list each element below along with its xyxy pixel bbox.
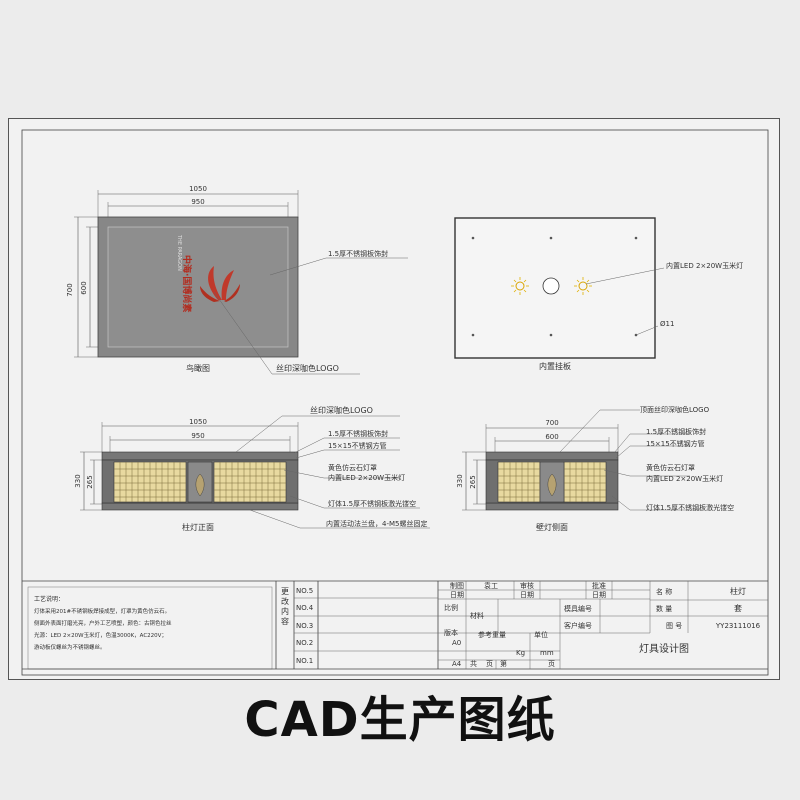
note-hole: Ø11 [660, 320, 674, 328]
side-dim-330: 330 [456, 474, 464, 487]
front-logo-emblem [195, 473, 205, 497]
tb-cailiao: 材料 [470, 611, 484, 620]
side-dim-700: 700 [545, 419, 558, 427]
caption-front-view: 柱灯正面 [182, 522, 214, 532]
front-note-flange: 内置活动法兰盘，4-M5螺丝固定 [326, 519, 427, 528]
tb-danwei: 单位 [534, 630, 548, 639]
title-block: 工艺说明： 灯体采用201#不锈钢板焊接成型，灯罩为黄色仿云石。 侧面外表面打磨… [22, 580, 768, 670]
front-dim-330: 330 [74, 474, 82, 487]
caption-top-view: 鸟瞰图 [186, 363, 210, 373]
brand-cn: 中海·国博尚素 [181, 255, 193, 312]
tb-ye-1: 页 [486, 660, 493, 668]
front-dim-1050: 1050 [189, 418, 207, 426]
front-dim-265: 265 [86, 475, 94, 488]
side-shade-left [497, 461, 541, 503]
tb-title: 灯具设计图 [639, 642, 689, 655]
tb-zhitu: 制图 [450, 581, 464, 590]
side-logo-emblem [547, 473, 557, 497]
tb-ye-2: 页 [548, 660, 555, 668]
side-dim-600: 600 [545, 433, 558, 441]
brand-en: THE PARAGON [176, 234, 182, 271]
revisions-label: 更改内容 [281, 587, 290, 627]
tb-banben-val: A0 [452, 639, 461, 647]
rev-no1: NO.1 [296, 657, 313, 665]
process-note-4: 游动板仅螺丝为不锈钢螺丝。 [34, 643, 106, 651]
front-note-cover: 1.5厚不锈钢板饰封 [328, 429, 388, 438]
tb-kg: Kg [516, 649, 525, 657]
dim-950: 950 [191, 198, 204, 206]
note-top-cover: 1.5厚不锈钢板饰封 [328, 249, 388, 258]
side-note-shade1: 黄色仿云石灯罩 [646, 463, 695, 472]
front-dim-950: 950 [191, 432, 204, 440]
process-note-3: 光源：LED 2×20W玉米灯，色温3000K，AC220V； [34, 631, 167, 639]
side-note-logo: 顶面丝印深咖色LOGO [640, 405, 710, 414]
tb-pizhun: 批准 [592, 581, 606, 590]
dim-1050: 1050 [189, 185, 207, 193]
side-shade-right [563, 461, 607, 503]
tb-zhitu-val: 袁工 [484, 581, 498, 590]
tb-bili: 比例 [444, 603, 458, 612]
side-note-tube: 15×15不锈钢方管 [646, 439, 705, 448]
tb-riqi-1: 日期 [450, 591, 464, 599]
tb-kehubianhao: 客户编号 [564, 621, 592, 630]
process-note-1: 灯体采用201#不锈钢板焊接成型，灯罩为黄色仿云石。 [34, 607, 170, 615]
rev-no2: NO.2 [296, 639, 313, 647]
tb-qty-val: 套 [734, 603, 742, 613]
caption-side-view: 壁灯侧面 [536, 522, 568, 532]
tb-cankao: 参考重量 [478, 630, 506, 639]
dim-600: 600 [80, 281, 88, 294]
tb-mojubianhao: 模具编号 [564, 604, 592, 613]
process-note-2: 侧面外表面打磨光亮，户外工艺喷塑，颜色：古铜色拉丝 [34, 619, 172, 627]
tb-name-label: 名 称 [656, 587, 672, 596]
dim-700: 700 [66, 283, 74, 296]
center-hole [542, 277, 560, 295]
tb-gong: 共 [470, 659, 477, 668]
tb-name-val: 柱灯 [730, 586, 746, 596]
rev-no3: NO.3 [296, 622, 313, 630]
tb-mm: mm [540, 649, 554, 657]
process-notes-title: 工艺说明： [34, 595, 64, 603]
tb-di: 第 [500, 659, 507, 668]
side-note-shade2: 内置LED 2×20W玉米灯 [646, 474, 723, 483]
tb-qty-label: 数 量 [656, 604, 672, 613]
side-note-body: 灯体1.5厚不锈钢板激光镂空 [646, 503, 734, 512]
inner-border [21, 129, 769, 676]
tb-banben: 版本 [444, 628, 458, 637]
front-note-shade1: 黄色仿云石灯罩 [328, 463, 377, 472]
rev-no4: NO.4 [296, 604, 314, 612]
top-view: 1050 950 700 600 THE PARAGON 中海·国博尚素 1.5… [66, 185, 408, 375]
brand-logo [200, 266, 240, 302]
front-note-tube: 15×15不锈钢方管 [328, 441, 387, 450]
front-note-shade2: 内置LED 2×20W玉米灯 [328, 473, 405, 482]
rev-no5: NO.5 [296, 587, 313, 595]
led-lamp-left [511, 277, 529, 295]
tb-riqi-2: 日期 [520, 591, 534, 599]
side-view: 700 600 330 265 顶面丝印深 [456, 405, 734, 532]
front-note-logo: 丝印深咖色LOGO [310, 405, 373, 415]
side-dim-265: 265 [469, 475, 477, 488]
tb-drawing-label: 图 号 [666, 622, 682, 630]
note-top-logo: 丝印深咖色LOGO [276, 363, 339, 373]
led-lamp-right [574, 277, 592, 295]
drawing-sheet [8, 118, 780, 680]
tb-shenhe: 审核 [520, 581, 534, 590]
tb-riqi-3: 日期 [592, 591, 606, 599]
footer-caption: CAD生产图纸 [244, 692, 556, 748]
side-note-cover: 1.5厚不锈钢板饰封 [646, 427, 706, 436]
note-hang-led: 内置LED 2×20W玉米灯 [666, 261, 743, 270]
top-plate-inner [107, 226, 289, 348]
caption-hang-plate: 内置挂板 [539, 361, 571, 371]
front-note-body: 灯体1.5厚不锈钢板激光镂空 [328, 499, 416, 508]
front-view: 1050 950 330 265 [74, 405, 430, 532]
tb-a4: A4 [452, 660, 462, 668]
hang-plate-view: 内置LED 2×20W玉米灯 Ø11 内置挂板 [454, 217, 743, 371]
tb-drawing-val: YY23111016 [715, 622, 761, 630]
